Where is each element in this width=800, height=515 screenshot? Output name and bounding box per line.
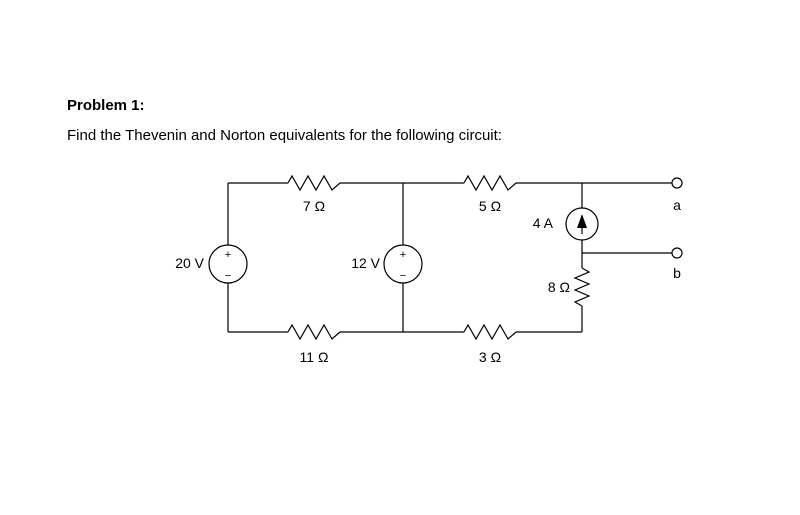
resistor-8-ohm-zigzag <box>573 267 591 307</box>
resistor-5-ohm: 5 Ω <box>463 174 517 214</box>
voltage-source-12v-label: 12 V <box>351 255 380 271</box>
voltage-source-12v-minus: − <box>400 270 406 282</box>
resistor-5-ohm-label: 5 Ω <box>479 198 501 214</box>
voltage-source-20v-minus: − <box>225 270 231 282</box>
resistor-3-ohm-zigzag <box>463 323 517 341</box>
voltage-source-12v-plus: + <box>400 249 406 261</box>
current-arrow-up-icon <box>577 214 587 228</box>
resistor-7-ohm: 7 Ω <box>287 174 341 214</box>
problem-statement: Find the Thevenin and Norton equivalents… <box>67 127 502 144</box>
resistor-11-ohm: 11 Ω <box>287 323 341 365</box>
resistor-3-ohm-label: 3 Ω <box>479 349 501 365</box>
resistor-11-ohm-label: 11 Ω <box>300 349 329 365</box>
problem-heading: Problem 1: <box>67 97 145 114</box>
resistor-7-ohm-zigzag <box>287 174 341 192</box>
terminal-a-node <box>671 177 683 189</box>
current-source-circle <box>565 207 599 241</box>
current-source-4a: 4 A <box>533 207 599 241</box>
terminal-a: a <box>671 177 683 213</box>
resistor-3-ohm: 3 Ω <box>463 323 517 365</box>
resistor-8-ohm-label: 8 Ω <box>548 279 570 295</box>
voltage-source-20v: + − 20 V <box>175 244 248 284</box>
voltage-source-20v-plus: + <box>225 249 231 261</box>
resistor-7-ohm-label: 7 Ω <box>303 198 325 214</box>
voltage-source-20v-label: 20 V <box>175 255 204 271</box>
voltage-source-20v-circle <box>208 244 248 284</box>
terminal-b-label: b <box>673 265 681 281</box>
terminal-b: b <box>671 247 683 281</box>
voltage-source-12v-circle <box>383 244 423 284</box>
voltage-source-12v: + − 12 V <box>351 244 423 284</box>
circuit-wires <box>227 182 672 333</box>
resistor-11-ohm-zigzag <box>287 323 341 341</box>
terminal-a-label: a <box>673 197 681 213</box>
terminal-b-node <box>671 247 683 259</box>
resistor-8-ohm: 8 Ω <box>548 267 591 307</box>
current-source-label: 4 A <box>533 215 554 231</box>
resistor-5-ohm-zigzag <box>463 174 517 192</box>
